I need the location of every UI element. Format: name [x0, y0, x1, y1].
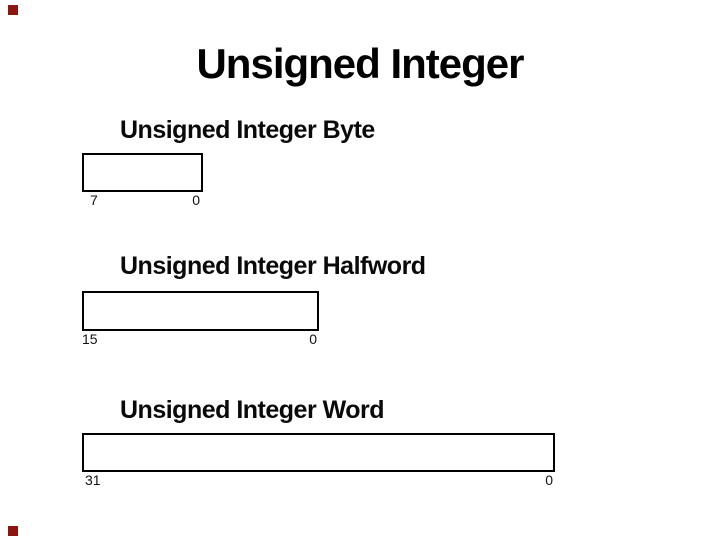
diagram-unsigned-integer-halfword: Unsigned Integer Halfword 15 0	[82, 251, 426, 346]
corner-accent-square-bottom-left	[8, 526, 18, 536]
diagram-unsigned-integer-word: Unsigned Integer Word 31 0	[82, 395, 555, 487]
byte-lsb-label: 0	[192, 192, 200, 208]
byte-msb-label: 7	[90, 192, 98, 208]
byte-bit-box	[82, 153, 203, 192]
diagram-unsigned-integer-byte: Unsigned Integer Byte 7 0	[82, 115, 375, 207]
word-bit-box	[82, 433, 555, 472]
halfword-lsb-label: 0	[309, 331, 317, 347]
word-msb-label: 31	[85, 472, 101, 488]
word-bit-index-labels: 31 0	[82, 473, 555, 487]
corner-accent-square-top-left	[8, 5, 18, 15]
diagram-heading-halfword: Unsigned Integer Halfword	[120, 252, 426, 280]
halfword-bit-index-labels: 15 0	[82, 332, 319, 346]
halfword-msb-label: 15	[82, 331, 98, 347]
halfword-bit-box	[82, 291, 319, 331]
diagram-heading-byte: Unsigned Integer Byte	[120, 116, 375, 144]
diagram-heading-word: Unsigned Integer Word	[120, 396, 385, 424]
word-lsb-label: 0	[545, 472, 553, 488]
byte-bit-index-labels: 7 0	[82, 193, 203, 207]
slide-title: Unsigned Integer	[196, 40, 524, 87]
